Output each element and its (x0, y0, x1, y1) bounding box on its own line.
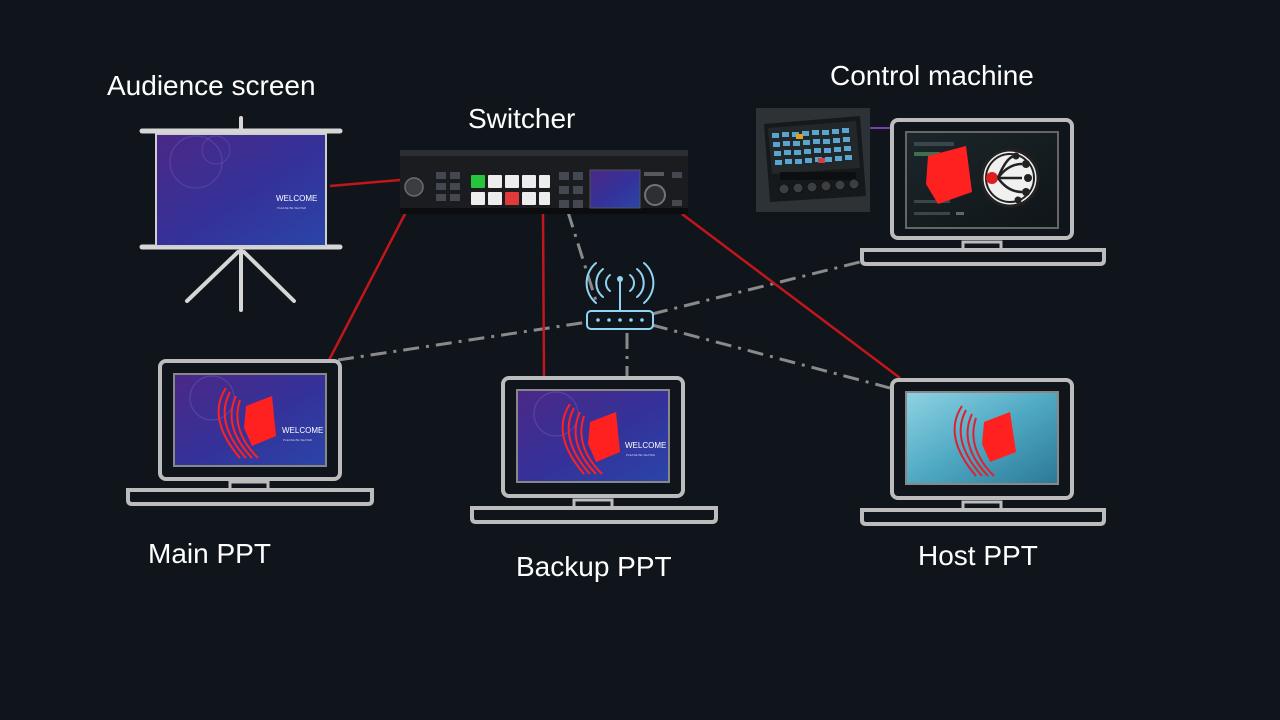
video-link-host (681, 213, 901, 379)
presentation-logo-icon (926, 146, 972, 204)
laptop-icon (158, 359, 342, 481)
slide-subtitle: PLEASE BE SEATED (283, 438, 313, 442)
slide-subtitle: PLEASE BE SEATED (626, 453, 656, 457)
laptop-icon (890, 118, 1074, 240)
wifi-router-icon (585, 262, 655, 330)
workflow-icon (980, 148, 1040, 208)
laptop-icon (890, 378, 1074, 500)
laptop-icon (501, 376, 685, 498)
audience-slide: WELCOME PLEASE BE SEATED (155, 133, 327, 247)
switcher-knob (644, 184, 666, 206)
video-links (326, 178, 901, 379)
switcher-device (400, 150, 688, 214)
presentation-logo-icon (953, 405, 995, 477)
slide-subtitle: PLEASE BE SEATED (277, 206, 307, 210)
switcher-small-buttons (436, 172, 460, 201)
video-link-main (326, 211, 408, 363)
switcher-source-buttons (471, 175, 550, 205)
switcher-function-buttons (559, 172, 583, 208)
video-link-backup (541, 213, 546, 377)
main-ppt-label: Main PPT (148, 538, 271, 569)
network-link-control (651, 260, 861, 316)
switcher-preview-screen (589, 169, 641, 209)
slide-title: WELCOME (625, 441, 666, 450)
switcher-label: Switcher (468, 103, 576, 134)
network-link-switcher (566, 211, 599, 305)
network-links (337, 211, 891, 390)
presentation-logo-icon (217, 387, 259, 459)
control-machine-label: Control machine (830, 60, 1034, 91)
network-link-host (651, 323, 891, 390)
control-laptop (860, 118, 1106, 266)
slide-title: WELCOME (282, 426, 323, 435)
xlr-port (404, 177, 424, 197)
backup-ppt-label: Backup PPT (516, 551, 672, 582)
backup-laptop: WELCOME PLEASE BE SEATED (470, 376, 718, 524)
network-link-main (337, 320, 589, 362)
stream-deck-icon (756, 108, 870, 212)
host-ppt-label: Host PPT (918, 540, 1038, 571)
video-link-audience (329, 178, 401, 188)
host-laptop (860, 378, 1106, 526)
slide-title: WELCOME (276, 194, 317, 203)
audience-screen-label: Audience screen (107, 70, 316, 101)
presentation-logo-icon (561, 403, 603, 475)
main-laptop: WELCOME PLEASE BE SEATED (126, 359, 374, 506)
